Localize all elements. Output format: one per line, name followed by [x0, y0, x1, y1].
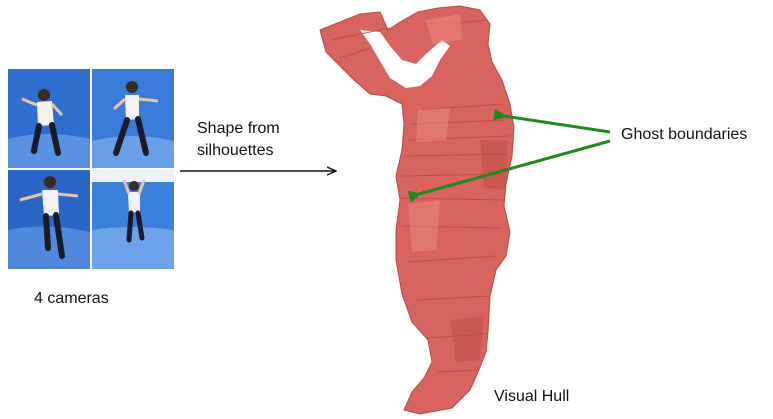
ghost-arrow-lower	[419, 141, 610, 194]
ghost-arrow-upper	[504, 116, 610, 132]
